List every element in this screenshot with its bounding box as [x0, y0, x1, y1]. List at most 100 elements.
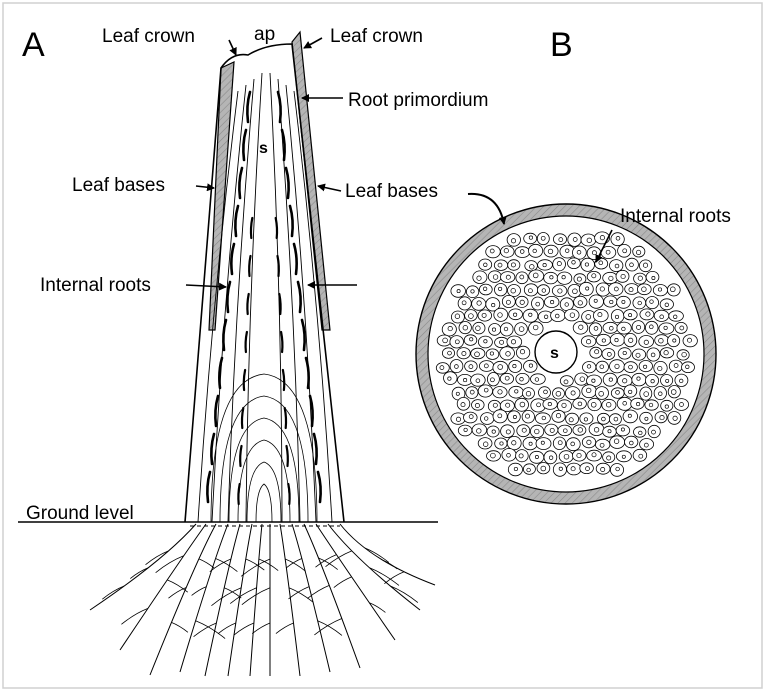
- external-roots: [90, 524, 435, 676]
- root-cell: [568, 284, 581, 297]
- root-cell: [596, 334, 610, 345]
- external-root: [150, 524, 216, 675]
- root-cell: [654, 361, 667, 374]
- root-cell: [464, 412, 478, 423]
- root-cell: [507, 436, 521, 449]
- root-cell: [543, 399, 557, 410]
- root-cell: [660, 299, 673, 310]
- root-primordium-mark: [207, 472, 210, 502]
- root-trace-arc: [229, 418, 299, 522]
- root-primordium-mark: [278, 92, 281, 122]
- root-primordium-mark: [247, 294, 248, 314]
- root-cell: [451, 311, 464, 323]
- root-cell: [589, 323, 601, 336]
- root-cell: [682, 362, 695, 373]
- root-branchlet: [369, 603, 385, 613]
- root-cell: [567, 463, 581, 475]
- root-cell: [544, 245, 558, 257]
- root-cell: [553, 258, 566, 271]
- root-cell: [610, 260, 623, 272]
- stem-label-b: s: [550, 345, 559, 362]
- root-cell: [647, 348, 660, 361]
- root-cell: [488, 271, 501, 283]
- root-cell: [494, 260, 507, 271]
- root-cell: [465, 361, 478, 372]
- root-cell: [632, 321, 645, 334]
- root-cell: [553, 437, 565, 450]
- root-cell: [486, 246, 501, 258]
- root-branchlet: [146, 551, 169, 565]
- root-cell: [487, 373, 499, 386]
- root-primordium-mark: [238, 484, 239, 504]
- root-cell: [560, 298, 573, 311]
- root-cell: [579, 282, 593, 295]
- root-cell: [616, 270, 629, 282]
- root-cell: [581, 234, 596, 246]
- root-cell: [481, 413, 494, 425]
- root-cell: [632, 349, 645, 360]
- root-branchlet: [259, 559, 278, 571]
- root-cell: [473, 322, 485, 334]
- root-cell: [639, 260, 651, 272]
- root-cell: [472, 424, 487, 436]
- root-cell: [495, 337, 509, 347]
- root-cell: [616, 451, 631, 462]
- root-branchlet: [334, 577, 352, 588]
- root-cell: [502, 449, 516, 462]
- root-cell: [573, 322, 588, 335]
- root-cell: [565, 387, 580, 400]
- root-cell: [659, 323, 674, 334]
- root-primordium-mark: [298, 282, 301, 312]
- root-primordium-mark: [242, 408, 243, 428]
- root-cell: [522, 410, 534, 423]
- root-cell: [530, 425, 543, 437]
- root-cell: [508, 260, 520, 271]
- root-cell: [587, 450, 602, 461]
- root-cell: [458, 374, 473, 385]
- root-cell: [623, 410, 638, 423]
- root-cell: [603, 373, 617, 386]
- root-cell: [583, 362, 596, 373]
- root-primordium-mark: [246, 332, 247, 352]
- root-cell: [516, 346, 529, 359]
- root-cell: [646, 297, 659, 309]
- root-cell: [500, 323, 513, 336]
- root-cell: [493, 361, 508, 374]
- root-cell: [516, 272, 528, 284]
- root-cell: [582, 385, 597, 398]
- root-cell: [458, 297, 471, 310]
- root-primordium-mark: [285, 408, 286, 428]
- root-cell: [464, 335, 477, 346]
- root-primordium-mark: [290, 206, 293, 236]
- root-cell: [530, 451, 544, 463]
- leaf-crown-right-arrow: [304, 38, 322, 48]
- root-cell: [495, 284, 507, 296]
- root-cell: [471, 374, 486, 386]
- root-primordium-mark: [243, 130, 246, 160]
- root-cell: [560, 376, 573, 387]
- root-cell: [587, 271, 600, 282]
- root-primordium-mark: [219, 358, 222, 388]
- root-cell: [589, 295, 603, 308]
- root-cell: [645, 321, 658, 334]
- root-cell: [640, 412, 653, 424]
- root-cell: [574, 296, 587, 308]
- external-root: [280, 524, 300, 676]
- external-root: [292, 524, 330, 672]
- root-cell: [669, 360, 682, 372]
- root-cell: [631, 398, 644, 409]
- root-cell: [465, 310, 478, 321]
- external-root: [304, 524, 360, 668]
- root-primordium-mark: [211, 434, 214, 464]
- root-primordium-mark: [223, 320, 226, 350]
- root-cell: [611, 388, 624, 399]
- root-cell: [675, 322, 687, 333]
- root-cell: [552, 285, 567, 296]
- root-branchlet: [196, 621, 226, 639]
- root-cell: [494, 308, 508, 321]
- root-branchlet: [326, 551, 352, 567]
- root-cell: [553, 463, 566, 476]
- root-cell: [603, 272, 618, 283]
- external-root: [120, 524, 206, 650]
- root-cell: [674, 399, 688, 411]
